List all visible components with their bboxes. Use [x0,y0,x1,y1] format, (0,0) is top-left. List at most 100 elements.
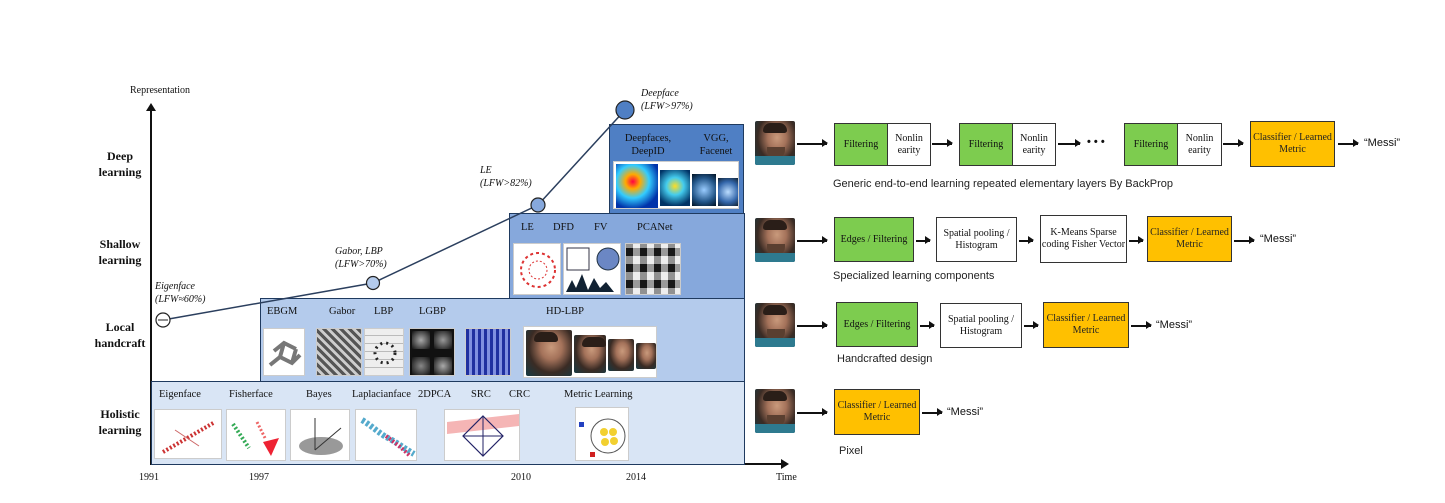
hd-lbp-face-icon [526,330,572,376]
dfd-fv-image [563,243,621,295]
y-axis-arrow-icon [146,103,156,111]
p3-output: “Messi” [1156,319,1193,331]
lgbp-image-1 [409,328,455,376]
fisherface-image [226,409,286,461]
method-2dpca: 2DPCA [418,389,452,400]
p3-classifier: Classifier / Learned Metric [1043,302,1129,348]
arrow [1019,237,1034,243]
arrow [797,237,828,243]
arrow [1234,237,1255,243]
messi-photo-3 [755,303,795,347]
p2-classifier: Classifier / Learned Metric [1147,216,1232,262]
method-pcanet: PCANet [637,222,673,233]
x-axis-arrow-icon [781,459,789,469]
milestone-le: LE (LFW>82%) [480,165,532,189]
arrow [797,322,828,328]
p1-nonlinearity-2: Nonlin earity [1012,123,1056,166]
p3-pooling: Spatial pooling / Histogram [940,303,1022,348]
x-axis-label: Time [776,472,797,483]
bayes-ellipse-icon [299,418,343,455]
method-lgbp: LGBP [419,306,446,317]
method-eigenface: Eigenface [159,389,201,400]
p2-output: “Messi” [1260,233,1297,245]
lbp-circle-icon [373,341,397,365]
messi-photo-1 [755,121,795,165]
bayes-image [290,409,350,461]
p3-caption: Handcrafted design [837,353,933,365]
le-ring-icon [520,252,556,288]
pcanet-image [625,243,681,295]
arrow [797,140,828,146]
p1-filtering-2: Filtering [959,123,1013,166]
row-label-shallow: Shallow learning [98,237,142,267]
src-polytope-icon [447,414,519,457]
arrow [797,409,828,415]
ebgm-graph-icon [268,340,302,367]
milestone-marker-gabor [365,275,381,291]
year-1991: 1991 [139,472,159,483]
p1-caption: Generic end-to-end learning repeated ele… [833,178,1173,190]
method-laplacianface: Laplacianface [352,389,411,400]
le-image [513,243,561,295]
row-label-local: Local handcraft [94,320,146,350]
arrow [1058,140,1081,146]
p3-edges: Edges / Filtering [836,302,918,347]
laplacianface-image [355,409,417,461]
method-lbp: LBP [374,306,394,317]
year-2010: 2010 [511,472,531,483]
scatter-icon [162,420,216,454]
y-axis-label: Representation [130,85,190,96]
p2-edges: Edges / Filtering [834,217,914,262]
lgbp-image-2 [465,328,511,376]
fisherface-plot-icon [231,421,279,456]
milestone-marker-le [530,197,546,213]
p1-classifier: Classifier / Learned Metric [1250,121,1335,167]
p1-filtering-1: Filtering [834,123,888,166]
p1-ellipsis: • • • [1087,136,1105,148]
arrow [1024,322,1039,328]
method-deepfaces: Deepfaces, DeepID [624,133,672,157]
trend-line [155,100,635,328]
arrow [1129,237,1144,243]
hd-lbp-image [523,326,657,378]
arrow [916,237,931,243]
method-crc: CRC [509,389,531,400]
y-axis [150,110,152,464]
year-1997: 1997 [249,472,269,483]
arrow [932,140,953,146]
deep-feature-maps-image [613,161,739,209]
method-le: LE [521,222,534,233]
method-fv: FV [594,222,608,233]
p4-output: “Messi” [947,406,984,418]
src-crc-image [444,409,520,461]
method-vgg: VGG, Facenet [699,133,733,157]
arrow [920,322,935,328]
p2-caption: Specialized learning components [833,270,995,282]
lbp-image [364,328,404,376]
method-src: SRC [471,389,491,400]
p2-kmeans: K-Means Sparse coding Fisher Vector [1040,215,1127,263]
p2-pooling: Spatial pooling / Histogram [936,217,1017,262]
milestone-eigenface: Eigenface (LFW≈60%) [155,281,206,305]
p4-classifier: Classifier / Learned Metric [834,389,920,435]
method-ebgm: EBGM [267,306,298,317]
dfd-graph-icon [566,247,620,292]
method-fisherface: Fisherface [229,389,273,400]
messi-photo-2 [755,218,795,262]
method-metric-learning: Metric Learning [564,389,633,400]
p4-caption: Pixel [839,445,863,457]
arrow [922,409,943,415]
row-label-holistic: Holistic learning [98,407,142,437]
p1-output: “Messi” [1364,137,1401,149]
messi-photo-4 [755,389,795,433]
arrow [1338,140,1359,146]
milestone-deepface: Deepface (LFW>97%) [641,88,693,112]
metric-circle-icon [579,418,626,457]
milestone-marker-deepface [615,100,635,120]
method-gabor: Gabor [329,306,356,317]
year-2014: 2014 [626,472,646,483]
p1-nonlinearity-1: Nonlin earity [887,123,931,166]
method-bayes: Bayes [306,389,332,400]
metric-learning-image [575,407,629,461]
ebgm-image [263,328,305,376]
